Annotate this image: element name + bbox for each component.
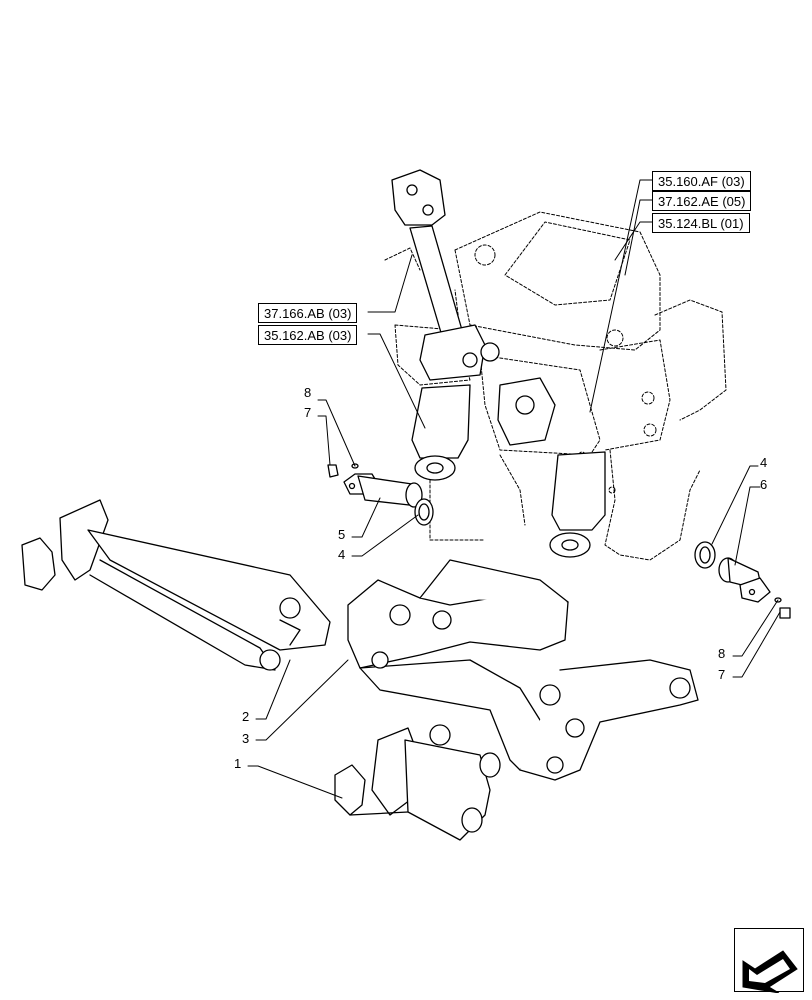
navigation-button[interactable] bbox=[734, 928, 804, 993]
callout-1[interactable]: 1 bbox=[234, 756, 242, 771]
callout-3[interactable]: 3 bbox=[242, 731, 250, 746]
right-cylinder bbox=[497, 377, 606, 558]
arrow-down-left-icon bbox=[742, 950, 798, 993]
callout-8-right[interactable]: 8 bbox=[718, 646, 726, 661]
leader-lines bbox=[247, 179, 781, 799]
callout-4-right[interactable]: 4 bbox=[760, 455, 768, 470]
lower-bracket bbox=[334, 724, 501, 841]
ref-37-162-ae[interactable]: 37.162.AE (05) bbox=[652, 191, 752, 211]
ref-35-162-ab[interactable]: 35.162.AB (03) bbox=[258, 325, 358, 345]
callout-6[interactable]: 6 bbox=[760, 477, 768, 492]
ref-37-166-ab[interactable]: 37.166.AB (03) bbox=[258, 303, 358, 323]
tractor-frame-phantom bbox=[384, 211, 727, 561]
left-cylinder bbox=[411, 384, 471, 481]
callout-7-left[interactable]: 7 bbox=[304, 405, 312, 420]
lift-arm bbox=[21, 499, 331, 671]
pin-right bbox=[694, 541, 791, 619]
callout-2[interactable]: 2 bbox=[242, 709, 250, 724]
pin-left bbox=[327, 463, 434, 526]
hitch-frame bbox=[347, 559, 699, 781]
callout-4-left[interactable]: 4 bbox=[338, 547, 346, 562]
ref-35-160-af[interactable]: 35.160.AF (03) bbox=[652, 171, 751, 191]
ref-35-124-bl[interactable]: 35.124.BL (01) bbox=[652, 213, 750, 233]
callout-5[interactable]: 5 bbox=[338, 527, 346, 542]
callout-7-right[interactable]: 7 bbox=[718, 667, 726, 682]
callout-8-left[interactable]: 8 bbox=[304, 385, 312, 400]
lift-cylinder bbox=[391, 169, 500, 381]
